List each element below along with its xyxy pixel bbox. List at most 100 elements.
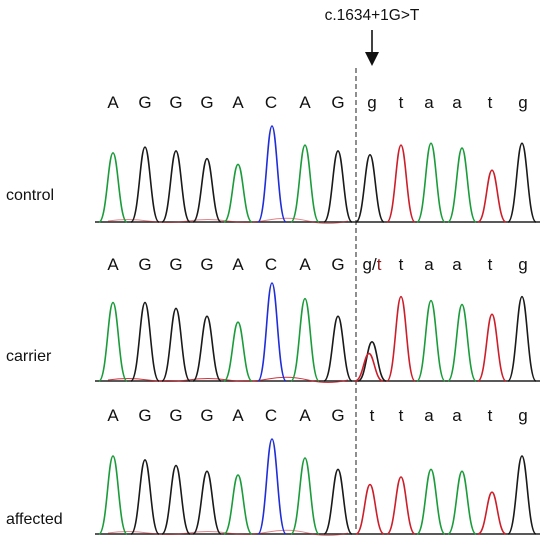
base-call: g [518, 255, 527, 274]
base-call: A [232, 406, 244, 425]
base-call: G [200, 406, 213, 425]
trace-peak [416, 468, 446, 535]
base-call: t [399, 93, 404, 112]
base-call: a [452, 93, 462, 112]
base-call: G [169, 406, 182, 425]
trace-peak [257, 125, 287, 223]
trace-noise [107, 217, 349, 224]
base-call: a [452, 255, 462, 274]
base-call: t [488, 255, 493, 274]
trace-peak [323, 315, 353, 382]
trace-peak [161, 307, 191, 382]
trace-peak [192, 157, 222, 223]
trace-peak [98, 301, 128, 382]
trace-peak [477, 313, 507, 382]
trace-peak [386, 295, 416, 382]
trace-peak [98, 152, 128, 223]
base-call: G [138, 255, 151, 274]
trace-peak [130, 459, 160, 535]
trace-peak [130, 146, 160, 223]
trace-peak [507, 455, 537, 535]
trace-noise [107, 529, 349, 536]
row-label-carrier: carrier [6, 348, 52, 365]
base-call: g [518, 93, 527, 112]
base-call: t [399, 406, 404, 425]
trace-peak [447, 470, 477, 535]
base-call: A [107, 93, 119, 112]
base-call: G [138, 93, 151, 112]
base-call: A [107, 255, 119, 274]
trace-peak [192, 315, 222, 382]
base-call: A [299, 406, 311, 425]
base-call: G [169, 93, 182, 112]
mutation-arrow-icon [365, 30, 379, 66]
trace-control [95, 125, 540, 224]
base-call: A [107, 406, 119, 425]
base-call: a [424, 255, 434, 274]
trace-peak [477, 491, 507, 535]
base-call: t [488, 93, 493, 112]
trace-peak [447, 147, 477, 223]
base-call: G [331, 93, 344, 112]
base-call: a [424, 93, 434, 112]
mutation-label: c.1634+1G>T [325, 7, 420, 24]
trace-affected [95, 438, 540, 536]
base-call: G [331, 255, 344, 274]
base-call: G [331, 406, 344, 425]
trace-peak [130, 301, 160, 382]
base-call: G [200, 255, 213, 274]
trace-peak [323, 150, 353, 223]
trace-peak [290, 297, 320, 382]
trace-peak [354, 352, 384, 382]
trace-carrier [95, 282, 540, 383]
base-call: g [367, 93, 376, 112]
trace-peak [192, 470, 222, 535]
base-call: A [232, 93, 244, 112]
trace-peak [386, 144, 416, 223]
base-call: G [200, 93, 213, 112]
base-call: t [370, 406, 375, 425]
trace-peak [447, 303, 477, 382]
base-call: g [518, 406, 527, 425]
base-call: t [488, 406, 493, 425]
base-call: t [399, 255, 404, 274]
base-call-mutant: t [377, 255, 382, 274]
row-label-control: control [6, 187, 54, 204]
trace-noise [107, 376, 349, 383]
trace-peak [416, 299, 446, 382]
trace-peak [161, 150, 191, 223]
trace-peak [290, 457, 320, 535]
base-call: g/t [363, 255, 382, 274]
trace-peak [416, 142, 446, 223]
trace-peak [386, 476, 416, 535]
base-call: a [452, 406, 462, 425]
trace-peak [223, 474, 253, 535]
trace-peak [477, 169, 507, 223]
base-call: A [232, 255, 244, 274]
trace-peak [323, 468, 353, 535]
trace-peak [98, 455, 128, 535]
base-call: C [265, 255, 277, 274]
base-call: a [424, 406, 434, 425]
base-call: A [299, 93, 311, 112]
trace-peak [223, 163, 253, 223]
trace-peak [507, 295, 537, 382]
trace-peak [223, 321, 253, 382]
trace-peak [355, 153, 385, 223]
base-call: G [169, 255, 182, 274]
base-call: C [265, 93, 277, 112]
trace-peak [257, 438, 287, 535]
trace-peak [355, 483, 385, 535]
base-call: C [265, 406, 277, 425]
trace-peak [161, 464, 191, 535]
trace-peak [507, 142, 537, 223]
row-label-affected: affected [6, 511, 63, 528]
trace-peak [257, 282, 287, 382]
